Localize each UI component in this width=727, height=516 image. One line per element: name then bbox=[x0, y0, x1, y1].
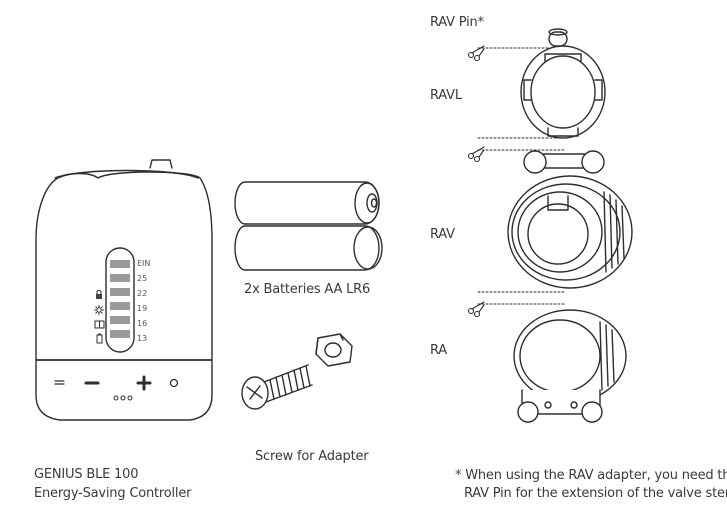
adapter-nut bbox=[315, 333, 353, 367]
device-name: GENIUS BLE 100 bbox=[34, 467, 139, 482]
scale-label-13: 13 bbox=[137, 334, 147, 343]
screw-caption: Screw for Adapter bbox=[255, 449, 369, 464]
batteries-caption: 2x Batteries AA LR6 bbox=[244, 282, 371, 297]
ra-adapter bbox=[513, 309, 627, 423]
thermostat-device bbox=[35, 159, 213, 421]
display-scale-bars bbox=[110, 260, 130, 338]
scissors-icon bbox=[467, 146, 485, 163]
ravl-adapter bbox=[520, 45, 606, 139]
plus-icon bbox=[136, 375, 152, 391]
scale-label-22: 22 bbox=[137, 289, 147, 298]
sun-icon bbox=[94, 305, 104, 315]
scale-label-ein: EIN bbox=[137, 259, 150, 268]
rav-pin bbox=[548, 28, 568, 47]
rav-pin-label: RAV Pin* bbox=[430, 15, 484, 30]
battery-top bbox=[234, 181, 380, 225]
scissors-icon bbox=[467, 45, 485, 62]
circle-icon bbox=[169, 378, 179, 388]
scale-label-16: 16 bbox=[137, 319, 147, 328]
menu-icon bbox=[54, 380, 65, 385]
lock-icon bbox=[96, 290, 102, 299]
battery-bottom bbox=[234, 225, 383, 271]
rav-label: RAV bbox=[430, 227, 455, 242]
footnote-line-1: * When using the RAV adapter, you need t… bbox=[455, 468, 727, 483]
rav-adapter bbox=[507, 150, 633, 289]
ra-label: RA bbox=[430, 343, 447, 358]
device-subtitle: Energy-Saving Controller bbox=[34, 486, 192, 501]
scale-label-25: 25 bbox=[137, 274, 147, 283]
ravl-label: RAVL bbox=[430, 88, 462, 103]
scale-label-19: 19 bbox=[137, 304, 147, 313]
window-icon bbox=[94, 320, 105, 329]
adapter-screw bbox=[241, 364, 313, 410]
battery-icon bbox=[96, 333, 103, 344]
scissors-icon bbox=[467, 301, 485, 318]
footnote-line-2: RAV Pin for the extension of the valve s… bbox=[464, 486, 727, 501]
